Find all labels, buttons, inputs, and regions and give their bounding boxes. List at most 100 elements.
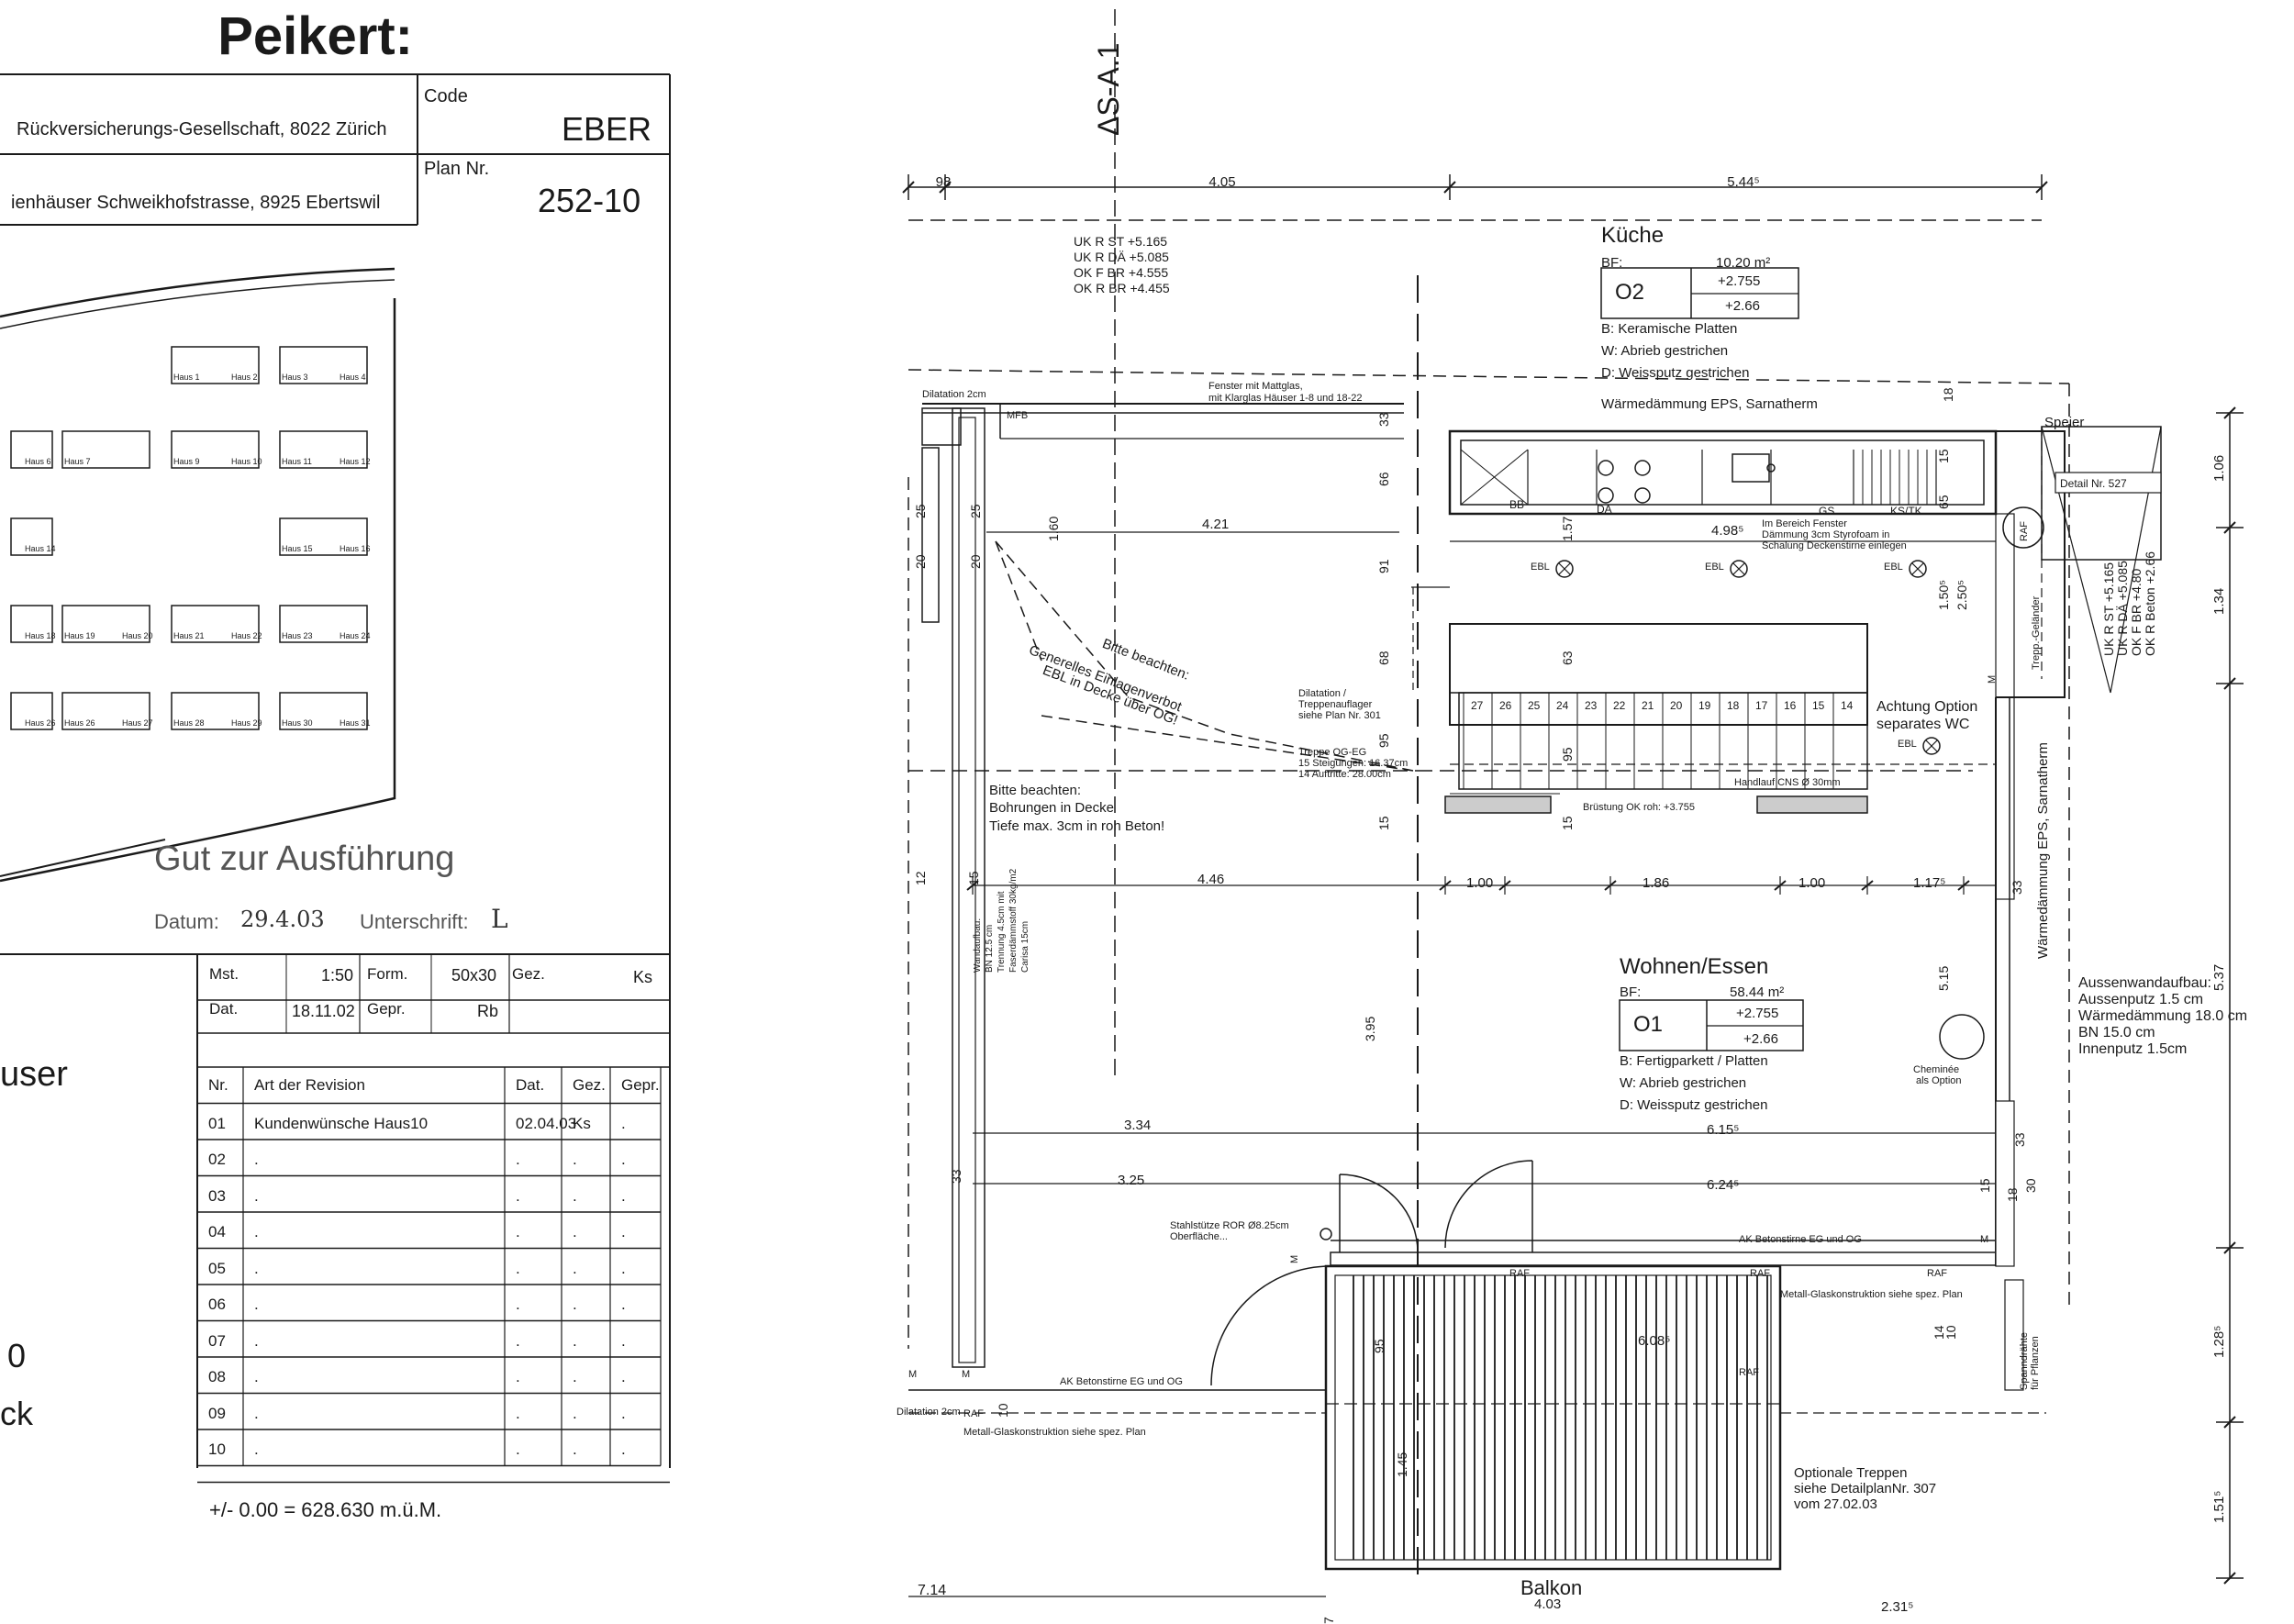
vertical-dimension: 20 — [968, 554, 983, 569]
plan-rect — [921, 407, 962, 446]
plan-line — [1774, 880, 1787, 891]
revision-cell: . — [573, 1296, 577, 1313]
revision-cell: 02 — [208, 1151, 226, 1168]
plan-label: Treppe OG-EG — [1298, 747, 1367, 758]
plan-label: M — [962, 1369, 971, 1380]
house-label: Haus 21 — [173, 631, 205, 640]
project-name: ienhäuser Schweikhofstrasse, 8925 Eberts… — [11, 193, 381, 213]
site-house — [279, 430, 368, 469]
house-label: Haus 23 — [282, 631, 313, 640]
plan-label: UK R ST +5.165 — [2101, 562, 2116, 656]
site-house — [171, 692, 260, 730]
wall-segment — [1995, 1100, 2015, 1267]
plan-label: UK R DÄ +5.085 — [1074, 250, 1169, 264]
plan-label: 18.11.02 — [292, 1002, 355, 1020]
house-label: Haus 4 — [340, 373, 366, 382]
plan-label: B: Keramische Platten — [1601, 321, 1738, 337]
house-label: Haus 20 — [122, 631, 153, 640]
plan-label: Wandaufbau: — [973, 918, 983, 973]
house-label: Haus 26 — [25, 718, 56, 728]
room-name-wohnen: Wohnen/Essen — [1620, 954, 1769, 979]
balcony — [1324, 1264, 1782, 1571]
revision-cell: . — [254, 1331, 259, 1350]
plan-label: M — [1289, 1254, 1300, 1263]
stair-step-number: 16 — [1784, 699, 1797, 712]
plan-label: Wärmedämmung 18.0 cm — [2078, 1008, 2248, 1024]
site-house — [279, 692, 368, 730]
vertical-dimension: 1.50⁵ — [1936, 579, 1951, 610]
vertical-dimension: 95 — [1376, 733, 1391, 748]
plan-label: +2.66 — [1725, 298, 1760, 314]
vertical-dimension: 25 — [968, 504, 983, 518]
plan-label: 5.44⁵ — [1727, 174, 1760, 190]
plan-label: +2.755 — [1736, 1006, 1779, 1021]
plan-label: 1.00 — [1466, 875, 1494, 891]
plan-label: 0 — [7, 1337, 27, 1374]
house-label: Haus 22 — [231, 631, 262, 640]
plan-label: 10.20 m² — [1716, 255, 1771, 271]
plan-line — [2223, 1241, 2236, 1254]
handwritten-signature: L — [491, 904, 508, 934]
revision-cell: . — [573, 1223, 577, 1240]
plan-label: B: Fertigparkett / Platten — [1620, 1053, 1768, 1069]
revision-cell: 06 — [208, 1296, 226, 1313]
house-label: Haus 11 — [282, 457, 312, 466]
stamp-stroke — [0, 839, 166, 877]
plan-label: 1.06 — [2211, 454, 2227, 482]
site-house — [279, 346, 368, 384]
plan-label: Dilatation 2cm — [896, 1407, 961, 1418]
plan-label: Dilatation / — [1298, 688, 1346, 699]
site-house — [61, 692, 150, 730]
revision-cell: . — [573, 1404, 577, 1422]
revision-cell: . — [254, 1259, 259, 1277]
plan-label: 1.28⁵ — [2211, 1325, 2227, 1358]
plan-label: Ks — [633, 968, 653, 986]
plan-label: OK F BR +4.80 — [2129, 568, 2144, 656]
revision-cell: 04 — [208, 1223, 226, 1240]
plan-label: RAF — [1739, 1367, 1759, 1378]
plan-label: D: Weissputz gestrichen — [1620, 1097, 1768, 1113]
drawing-title-fragment: user — [0, 1055, 68, 1094]
stair-step-number: 22 — [1613, 699, 1626, 712]
plan-label: 1.86 — [1643, 875, 1670, 891]
plan-line — [2110, 426, 2162, 694]
plan-rect — [2004, 1279, 2024, 1391]
plan-label: BF: — [1620, 984, 1642, 1000]
plan-label: Rb — [477, 1002, 499, 1020]
revision-cell: . — [621, 1296, 626, 1313]
plan-label: Fenster mit Mattglas, — [1208, 381, 1303, 392]
revision-cell: . — [621, 1368, 626, 1385]
vertical-dimension: 30 — [2023, 1178, 2038, 1193]
plan-circle — [1922, 737, 1941, 755]
plan-label: Faserdämmstoff 30kg/m2 — [1008, 868, 1019, 973]
plan-label: OK F BR +4.555 — [1074, 265, 1169, 280]
site-house — [10, 605, 53, 643]
elevation-reference: +/- 0.00 = 628.630 m.ü.M. — [209, 1498, 442, 1521]
site-house — [10, 517, 53, 556]
plan-line — [1957, 880, 1970, 891]
vertical-dimension: 18 — [2005, 1187, 2020, 1202]
house-label: Haus 12 — [340, 457, 371, 466]
plan-rect — [1732, 453, 1770, 483]
revision-cell: 09 — [208, 1404, 226, 1422]
house-label: Haus 7 — [64, 457, 91, 466]
plan-line — [2035, 181, 2048, 194]
revision-cell: . — [254, 1440, 259, 1458]
site-house — [171, 605, 260, 643]
plan-label: Datum: — [154, 910, 219, 933]
site-house — [279, 517, 368, 556]
revision-cell: . — [621, 1223, 626, 1240]
vertical-dimension: 15 — [1560, 816, 1575, 830]
vertical-dimension: 5.15 — [1936, 965, 1951, 991]
plan-label: Dämmung 3cm Styrofoam in — [1762, 529, 1890, 540]
revision-cell: . — [516, 1368, 520, 1385]
revision-cell: . — [621, 1186, 626, 1205]
plan-label: Form. — [367, 965, 408, 983]
plan-label: GS — [1819, 505, 1835, 517]
stair-step-number: 23 — [1585, 699, 1598, 712]
stair-step-number: 15 — [1812, 699, 1825, 712]
house-label: Haus 2 — [231, 373, 258, 382]
wall-segment — [921, 447, 940, 623]
plan-label: 1.34 — [2211, 587, 2227, 615]
plan-label: 98 — [935, 174, 952, 190]
